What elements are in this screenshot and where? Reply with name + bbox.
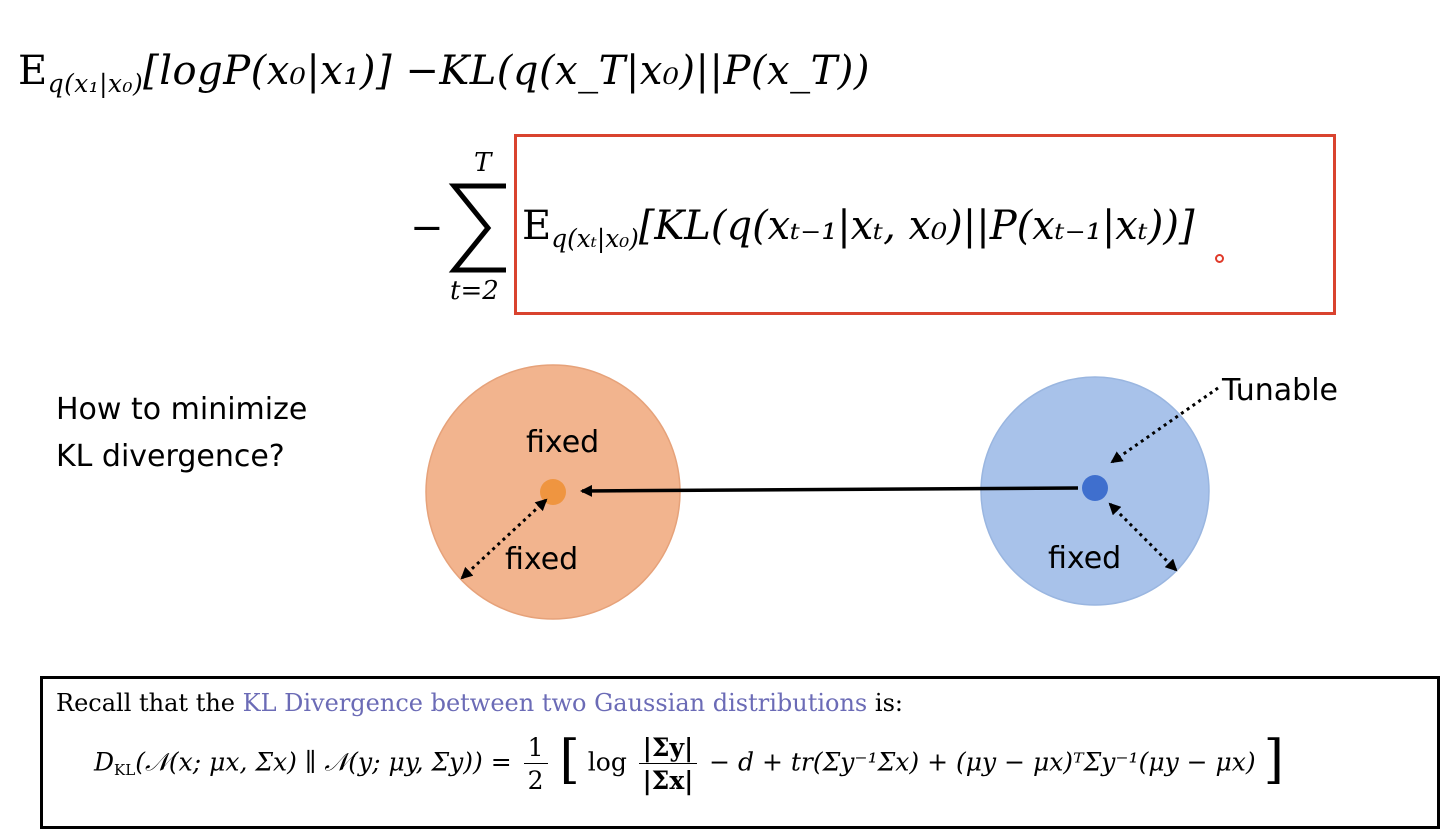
log-word: log — [587, 747, 627, 777]
question-line: KL divergence? — [56, 439, 285, 474]
kl-gaussian-link-text: KL Divergence between two Gaussian distr… — [242, 689, 868, 717]
pointer-cursor-icon — [1215, 254, 1224, 263]
tunable-label: Tunable — [1221, 373, 1338, 408]
formula-lhs-subscript: KL — [114, 761, 136, 780]
tunable-pointer-arrow — [1110, 386, 1219, 464]
left-center-label: fixed — [526, 425, 599, 460]
kl-denoising-expression: [KL(q(xₜ₋₁|xₜ, x₀)||P(xₜ₋₁|xₜ))] — [638, 203, 1195, 249]
fixed-mean-dot — [540, 479, 566, 505]
determinant-fraction: |Σy||Σx| — [638, 733, 698, 795]
formula-remainder: − d + tr(Σy⁻¹Σx) + (μy − μx)ᵀΣy⁻¹(μy − μ… — [709, 747, 1256, 777]
recall-prefix: Recall that the — [56, 689, 235, 717]
prior-kl-term: −KL(q(x_T|x₀)||P(x_T)) — [405, 48, 870, 94]
denoising-term: Eq(xₜ|x₀)[KL(q(xₜ₋₁|xₜ, x₀)||P(xₜ₋₁|xₜ))… — [522, 203, 1195, 253]
expectation-subscript: q(x₁|x₀) — [47, 68, 144, 98]
half-denominator: 2 — [527, 766, 544, 795]
fixed-variance-arrow — [460, 498, 548, 580]
tunable-mean-dot — [1082, 475, 1108, 501]
sum-upper-limit: T — [474, 148, 492, 178]
question-text: How to minimize KL divergence? — [56, 386, 307, 480]
half-numerator: 1 — [523, 733, 548, 764]
determinant-denominator: |Σx| — [642, 766, 694, 795]
sum-minus-sign: − — [410, 205, 444, 251]
right-radius-label: fixed — [1048, 541, 1121, 576]
determinant-numerator: |Σy| — [638, 733, 698, 764]
recall-suffix: is: — [874, 689, 903, 717]
recall-box — [40, 676, 1440, 829]
recall-sentence: Recall that the KL Divergence between tw… — [56, 689, 903, 717]
left-radius-label: fixed — [505, 542, 578, 577]
expectation-symbol: E — [522, 203, 552, 249]
summation-icon — [448, 183, 506, 273]
reconstruction-term: [logP(x₀|x₁)] — [143, 48, 393, 94]
left-bracket: [ — [559, 730, 580, 790]
denoising-term-highlight-box — [514, 134, 1336, 315]
elbo-first-line: Eq(x₁|x₀)[logP(x₀|x₁)] −KL(q(x_T|x₀)||P(… — [18, 48, 870, 98]
mean-matching-arrow — [580, 484, 1079, 497]
right-bracket: ] — [1263, 730, 1284, 790]
expectation-symbol: E — [18, 48, 48, 94]
formula-arguments: (𝒩(x; μx, Σx) ∥ 𝒩(y; μy, Σy)) = — [135, 747, 512, 777]
expectation-subscript: q(xₜ|x₀) — [551, 223, 639, 253]
formula-lhs: D — [94, 747, 115, 777]
fixed-variance-arrow — [1108, 502, 1178, 572]
question-line: How to minimize — [56, 392, 308, 427]
sum-lower-limit: t=2 — [450, 276, 499, 306]
